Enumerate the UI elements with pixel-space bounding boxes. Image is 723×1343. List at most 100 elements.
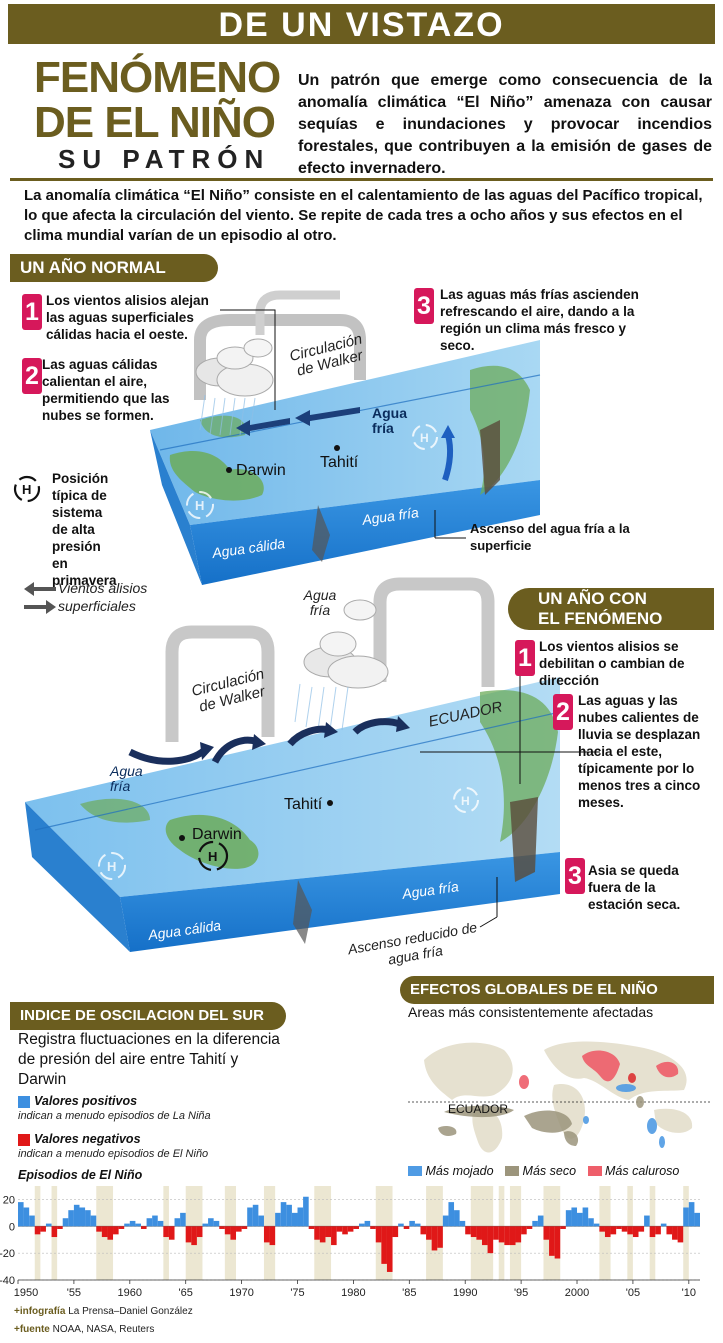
soi-bar — [258, 1215, 264, 1227]
map-ecuador-label: ECUADOR — [448, 1102, 509, 1116]
soi-bar — [40, 1226, 46, 1232]
tab-nino-line-1: UN AÑO CON — [538, 589, 647, 608]
soi-bar — [381, 1226, 387, 1264]
normal-step-3-text: Las aguas más frías ascienden refrescand… — [440, 287, 639, 353]
soi-bar — [593, 1223, 600, 1227]
soi-bar — [135, 1223, 141, 1227]
soi-bar — [571, 1207, 578, 1227]
soi-bar — [588, 1218, 594, 1227]
walker-loop — [194, 314, 366, 400]
soi-bar — [409, 1220, 415, 1227]
upwelling-label: Ascenso del agua fría a la superficie — [470, 521, 630, 553]
soi-bar — [688, 1202, 695, 1227]
soi-bar — [465, 1226, 471, 1235]
wet-areas — [583, 1084, 665, 1148]
svg-text:H: H — [195, 498, 204, 513]
soi-bar — [107, 1226, 114, 1240]
ocean-front-nino — [120, 852, 560, 952]
soi-bar — [621, 1226, 628, 1232]
dry-swatch — [505, 1165, 520, 1176]
soi-bar — [392, 1226, 399, 1238]
soi-bar — [403, 1226, 410, 1229]
soi-bar — [437, 1226, 443, 1248]
soi-bar — [62, 1218, 69, 1227]
ocean-left — [150, 430, 202, 585]
title-line-2: DE EL NIÑO — [34, 98, 276, 147]
rain-clouds — [195, 338, 274, 397]
infografia-label: +infografía — [14, 1306, 66, 1317]
soi-bar — [174, 1218, 181, 1227]
normal-step-2-number: 2 — [22, 358, 42, 394]
soi-bar — [18, 1202, 24, 1227]
darwin-label-nino: Darwin — [192, 826, 242, 843]
soi-bar — [599, 1226, 605, 1232]
soi-bar — [526, 1226, 533, 1229]
wind-legend-2: superficiales — [58, 598, 136, 614]
x-tick-label: 1960 — [118, 1287, 142, 1299]
soi-bar — [655, 1226, 661, 1235]
soi-bar — [398, 1223, 404, 1227]
soi-bar — [85, 1210, 91, 1227]
soi-bar — [509, 1226, 516, 1246]
separator — [10, 178, 713, 181]
soi-bar — [124, 1223, 130, 1227]
cold-water-cloud-nino: Agua fría — [303, 587, 337, 618]
description-text: La anomalía climática “El Niño” consiste… — [24, 187, 703, 244]
svg-text:H: H — [461, 794, 470, 808]
soi-bar — [146, 1218, 153, 1227]
soi-bar — [470, 1226, 477, 1238]
title-line-1: FENÓMENO — [34, 53, 281, 102]
soi-bar — [68, 1210, 74, 1227]
soi-bar — [219, 1226, 225, 1229]
x-tick-label: 2000 — [565, 1287, 589, 1299]
x-tick-label: 1970 — [229, 1287, 253, 1299]
soi-bar — [230, 1226, 237, 1240]
soi-bar — [129, 1220, 136, 1227]
normal-step-1-text: Los vientos alisios alejan las aguas sup… — [46, 293, 209, 342]
soi-bar — [152, 1215, 158, 1227]
x-tick-label: 1950 — [14, 1287, 38, 1299]
world-effects-map — [408, 1041, 710, 1153]
rain-nino — [294, 683, 349, 731]
normal-step-3-number: 3 — [414, 288, 434, 324]
soi-bar — [604, 1226, 611, 1238]
soi-bar — [375, 1226, 382, 1243]
soi-bar — [498, 1226, 505, 1243]
soi-bar — [29, 1215, 35, 1227]
y-tick-label: 20 — [3, 1194, 15, 1206]
soi-bar — [660, 1223, 667, 1227]
soi-bar — [677, 1226, 684, 1243]
soi-bar — [57, 1226, 63, 1229]
soi-bar — [196, 1226, 203, 1238]
y-tick-label: 0 — [9, 1221, 15, 1233]
soi-bar — [263, 1226, 270, 1243]
tab-nino-line-2: EL FENÓMENO — [538, 609, 663, 628]
svg-text:H: H — [208, 849, 217, 864]
soi-bar — [353, 1226, 359, 1229]
soi-bar — [180, 1212, 186, 1227]
cold-water-top-normal: Agua fría — [372, 405, 407, 436]
x-tick-label: '65 — [179, 1287, 193, 1299]
darwin-label-normal: Darwin — [236, 462, 286, 479]
soi-bar — [202, 1223, 209, 1227]
soi-bar — [364, 1220, 371, 1227]
high-pressure-symbol-east: H — [412, 424, 438, 450]
soi-bar — [185, 1226, 192, 1243]
soi-bar — [359, 1223, 365, 1227]
soi-bar — [314, 1226, 320, 1240]
nino-step-3-number: 3 — [565, 858, 585, 894]
soi-bar — [331, 1226, 337, 1246]
soi-bar — [672, 1226, 678, 1240]
soi-bar — [247, 1207, 253, 1227]
soi-bar — [459, 1220, 466, 1227]
x-tick-label: 1990 — [453, 1287, 477, 1299]
soi-bar — [241, 1226, 248, 1229]
upwelling-arrow — [442, 434, 454, 481]
soi-bar — [347, 1226, 354, 1232]
negative-swatch — [18, 1134, 30, 1146]
svg-text:H: H — [22, 482, 31, 497]
x-tick-label: '95 — [514, 1287, 528, 1299]
tab-normal-year: UN AÑO NORMAL — [10, 254, 218, 282]
cold-water-top-nino: Agua fría — [110, 763, 143, 794]
